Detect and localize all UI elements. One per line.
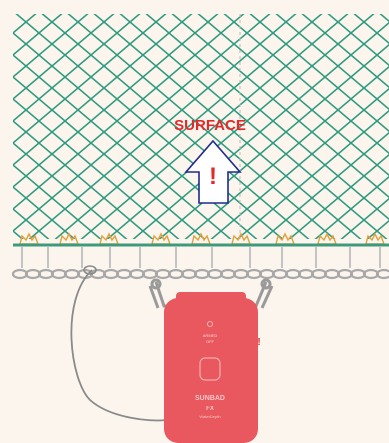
beacon-window [199, 357, 221, 381]
float-icon [151, 232, 172, 245]
float-icon [19, 232, 40, 245]
dropper-lines [21, 247, 381, 268]
up-arrow-icon: ! [184, 139, 242, 204]
chain-icon [11, 268, 389, 280]
beacon-model: FX [206, 406, 214, 412]
wire-ferrule [83, 265, 97, 275]
float-icon [365, 232, 386, 245]
float-icon [317, 232, 338, 245]
arrow-mark: ! [209, 163, 217, 190]
float-icon [59, 232, 80, 245]
beacon-status-1: ARMED [203, 333, 218, 338]
beacon-side-mark: ! [257, 337, 260, 348]
beacon-status-2: OFF [206, 339, 215, 344]
beacon-sub: WaterDepth [199, 414, 220, 419]
beacon-brand: SUNBAD [195, 395, 225, 402]
float-icon [99, 232, 120, 245]
beacon-device: ARMED OFF SUNBAD FX WaterDepth [164, 292, 258, 443]
float-icon [275, 232, 296, 245]
surface-label: SURFACE [174, 117, 246, 134]
safety-wire [70, 269, 167, 422]
float-icon [231, 232, 252, 245]
float-icon [191, 232, 212, 245]
float-row [19, 232, 386, 245]
